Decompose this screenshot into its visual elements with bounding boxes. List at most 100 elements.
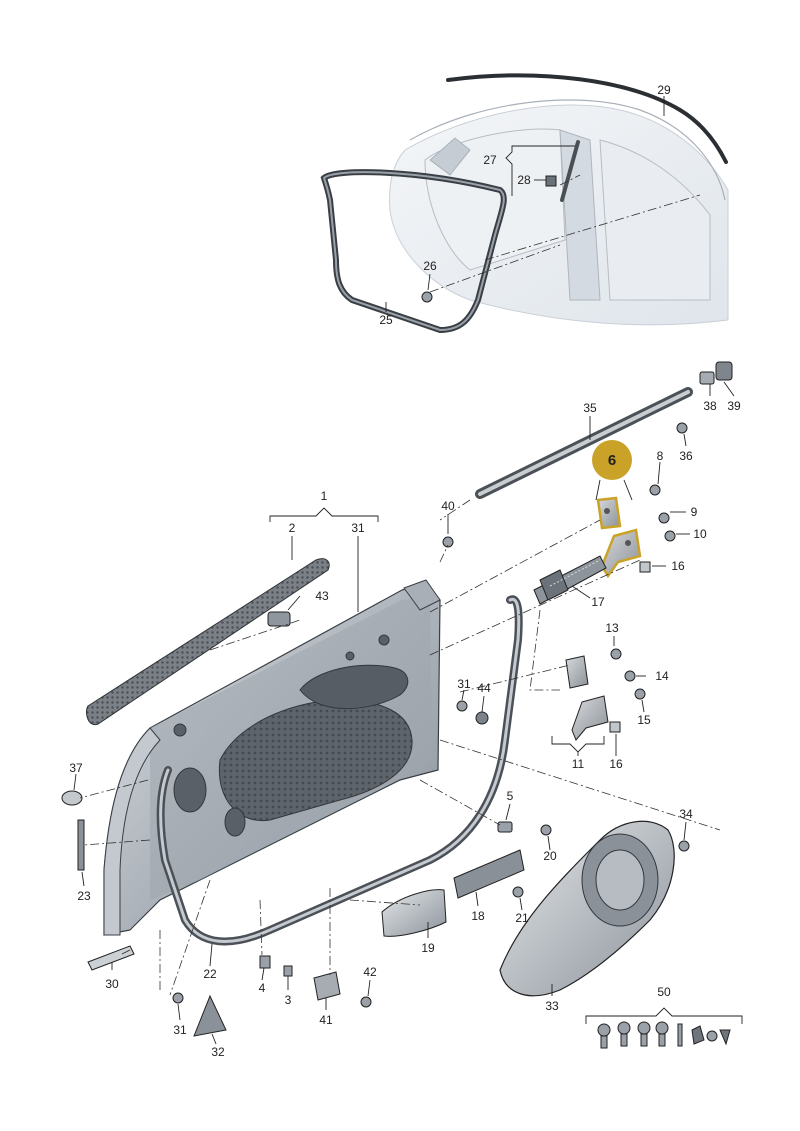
highlight-badge-label: 6 (608, 452, 616, 469)
car-front-pillar (429, 137, 471, 176)
nut-14-part (624, 670, 636, 682)
door-window-strip (85, 558, 330, 726)
car-door-opening (424, 128, 566, 271)
door-frame-post (403, 579, 441, 611)
hinge-upper-arm (600, 528, 642, 579)
callout-44: 44 (477, 681, 491, 695)
callout-22: 22 (203, 967, 217, 981)
callout-39: 39 (727, 399, 741, 413)
door-panel-cutout-small (173, 767, 207, 813)
cover-32-part (193, 994, 227, 1037)
bolt-3-part (283, 965, 293, 977)
callout-43: 43 (315, 589, 329, 603)
screw-42-part (360, 996, 372, 1008)
callout-5: 5 (507, 789, 514, 803)
roof-seal-strip (446, 73, 728, 164)
bolt-26-part (421, 291, 433, 303)
callout-35: 35 (583, 401, 597, 415)
callout-30: 30 (105, 977, 119, 991)
callout-41: 41 (319, 1013, 333, 1027)
callout-26: 26 (423, 259, 437, 273)
plug-37-part (61, 790, 83, 806)
callout-16-upper: 16 (671, 559, 685, 573)
callout-42: 42 (363, 965, 377, 979)
upper-hinge-assembly (596, 496, 642, 579)
door-panel-cutout-large (218, 699, 413, 822)
car-body-section (320, 73, 729, 334)
callout-31-mid: 31 (457, 677, 471, 691)
bolt-13-part (610, 648, 622, 660)
callout-40: 40 (441, 499, 455, 513)
callout-33: 33 (545, 999, 559, 1013)
callout-28: 28 (517, 173, 531, 187)
bolt-4-part (259, 955, 271, 969)
callout-50: 50 (657, 985, 671, 999)
bolt-8-part (649, 484, 661, 496)
callout-23: 23 (77, 889, 91, 903)
clip-28-part (545, 175, 557, 187)
bolt-34-part (678, 840, 690, 852)
callout-17: 17 (591, 595, 605, 609)
callout-25: 25 (379, 313, 393, 327)
door-check-strap (533, 555, 607, 605)
bolt-10-part (664, 530, 676, 542)
bushing-16b-part (609, 721, 621, 733)
callout-36: 36 (679, 449, 693, 463)
callout-29: 29 (657, 83, 671, 97)
rod-23-part (77, 819, 85, 871)
cap-39-part (715, 361, 733, 381)
nut-44-part (475, 711, 489, 725)
callout-13: 13 (605, 621, 619, 635)
callout-labels: 29 27 28 26 25 35 38 39 36 8 9 10 16 1 2… (69, 83, 741, 1059)
bushing-16a-part (639, 561, 651, 573)
callout-32: 32 (211, 1045, 225, 1059)
bolt-5-part (497, 821, 513, 833)
callout-37: 37 (69, 761, 83, 775)
fastener-set-50 (597, 1021, 731, 1049)
bolt-31b-part (456, 700, 468, 712)
callout-1: 1 (321, 489, 328, 503)
bolt-21-part (512, 886, 524, 898)
clip-43-part (267, 611, 291, 627)
bolt-40-part (442, 536, 454, 548)
callout-4: 4 (259, 981, 266, 995)
callout-19: 19 (421, 941, 435, 955)
callout-31-bottom: 31 (173, 1023, 187, 1037)
callout-14: 14 (655, 669, 669, 683)
bolt-36-part (676, 422, 688, 434)
leader-lines (73, 96, 743, 1045)
callout-11: 11 (572, 757, 585, 771)
door-handle-19-part (381, 889, 447, 937)
callout-10: 10 (693, 527, 707, 541)
callout-21: 21 (515, 911, 529, 925)
callout-18: 18 (471, 909, 485, 923)
callout-9: 9 (691, 505, 698, 519)
bolt-20-part (540, 824, 552, 836)
clip-30-part (87, 945, 135, 971)
callout-2: 2 (289, 521, 296, 535)
callout-27: 27 (483, 153, 497, 167)
door-front-edge (103, 727, 161, 936)
latch-bracket-18-part (453, 849, 525, 899)
car-rear-window (599, 139, 711, 301)
bolt-15-part (634, 688, 646, 700)
callout-38: 38 (703, 399, 717, 413)
door-panel-cutout-upper (299, 664, 409, 710)
door-section (61, 361, 733, 1049)
cap-38-part (699, 371, 715, 385)
callout-8: 8 (657, 449, 664, 463)
highlight-badge-6[interactable]: 6 (592, 440, 633, 501)
callout-31-top: 31 (351, 521, 365, 535)
car-roof-line (409, 99, 726, 201)
callout-20: 20 (543, 849, 557, 863)
callout-16-lower: 16 (609, 757, 623, 771)
bolt-31c-part (172, 992, 184, 1004)
callout-34: 34 (679, 807, 693, 821)
callout-15: 15 (637, 713, 651, 727)
pillar-trim-strip (560, 140, 580, 202)
lower-hinge-assembly (565, 655, 609, 741)
bracket-41-part (313, 971, 341, 1001)
nut-9-part (658, 512, 670, 524)
callout-3: 3 (285, 993, 292, 1007)
